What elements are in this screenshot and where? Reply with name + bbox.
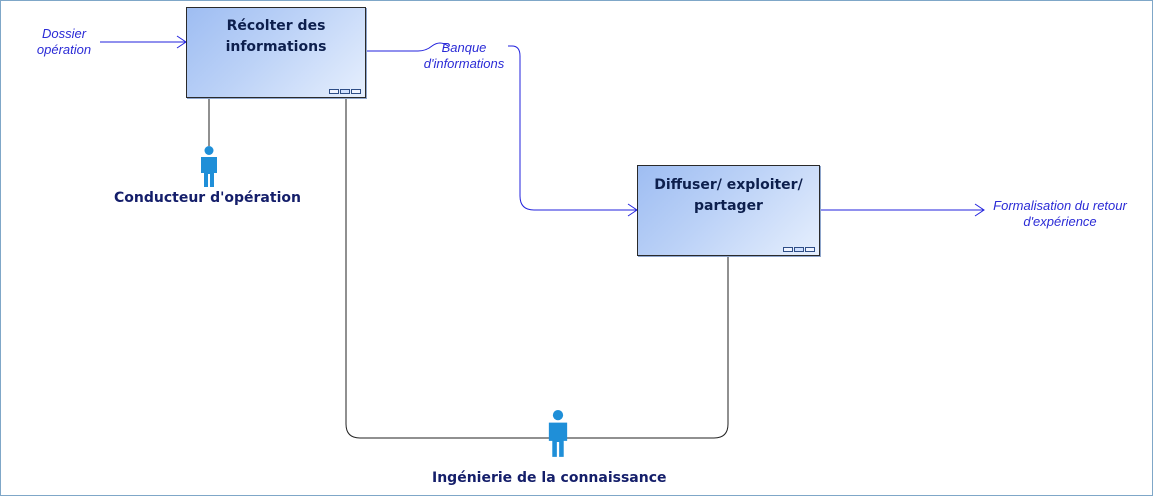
arrow-head-formalisation [974,203,985,217]
activity-title-recolter: Récolter des informations [225,18,327,55]
activity-diffuser[interactable]: Diffuser/ exploiter/ partager [637,165,820,256]
port-icon [328,89,361,94]
actor-label-conducteur: Conducteur d'opération [114,190,301,206]
actor-label-ingenierie: Ingénierie de la connaissance [432,470,667,486]
mechanism-line-ingenierie [345,98,729,439]
person-icon [201,146,217,187]
person-icon [548,410,568,457]
flow-label-formalisation: Formalisation du retour d'expérience [993,198,1127,229]
flow-line-banque [366,42,637,211]
activity-title-diffuser: Diffuser/ exploiter/ partager [654,177,803,214]
port-icon [782,247,815,252]
activity-recolter[interactable]: Récolter des informations [186,7,366,98]
flow-label-banque: Banque d'informations [423,40,505,71]
flow-label-dossier: Dossier opération [36,26,92,57]
